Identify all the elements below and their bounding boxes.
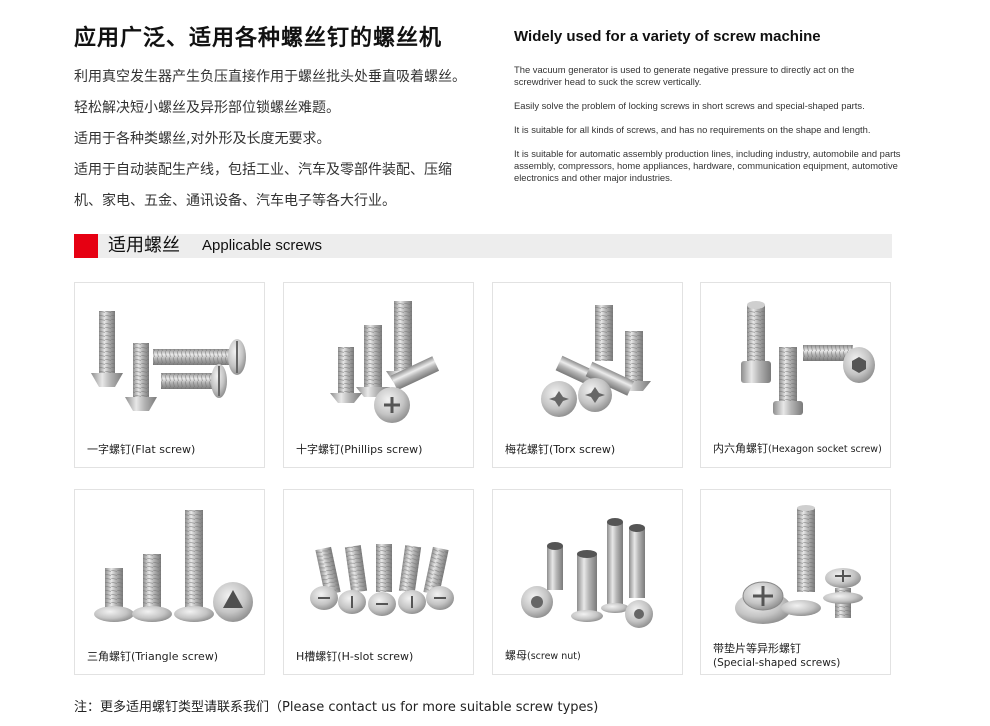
screw-caption-en: (H-slot screw) <box>337 650 414 663</box>
intro-cn-line: 轻松解决短小螺丝及异形部位锁螺丝难题。 <box>74 100 340 116</box>
screw-caption-en: (Hexagon socket screw) <box>768 444 882 455</box>
screw-caption: H槽螺钉(H-slot screw) <box>296 650 413 664</box>
intro-en-paragraph: The vacuum generator is used to generate… <box>514 64 855 87</box>
screw-caption: 螺母(screw nut) <box>505 649 581 664</box>
screw-caption: 三角螺钉(Triangle screw) <box>87 650 218 664</box>
screw-caption: 内六角螺钉(Hexagon socket screw) <box>713 442 882 457</box>
hexagon-socket-screw-image <box>741 301 875 415</box>
screw-caption-en: (Torx screw) <box>549 443 616 456</box>
intro-en-paragraph: It is suitable for automatic assembly pr… <box>514 148 901 183</box>
screw-caption: 一字螺钉(Flat screw) <box>87 443 195 457</box>
screw-nut-image <box>521 518 653 628</box>
screw-caption-en: (Phillips screw) <box>340 443 423 456</box>
section-header-bar: 适用螺丝 Applicable screws <box>74 234 892 258</box>
screw-card-nut: 螺母(screw nut) <box>492 489 683 675</box>
phillips-screw-image <box>330 301 440 423</box>
screw-caption-cn: 内六角螺钉 <box>713 442 768 455</box>
screw-caption-en: (Triangle screw) <box>131 650 219 663</box>
screw-caption-cn: 带垫片等异形螺钉 <box>713 642 801 655</box>
intro-cn-line: 适用于自动装配生产线，包括工业、汽车及零部件装配、压缩 <box>74 162 452 178</box>
footer-note: 注：更多适用螺钉类型请联系我们（Please contact us for mo… <box>74 700 599 715</box>
screw-caption-cn: 螺母 <box>505 649 527 662</box>
screw-caption-cn: 梅花螺钉 <box>505 443 549 456</box>
screw-card-triangle: 三角螺钉(Triangle screw) <box>74 489 265 675</box>
screw-caption-en: (Flat screw) <box>131 443 196 456</box>
section-title-en: Applicable screws <box>202 237 323 254</box>
screw-caption: 十字螺钉(Phillips screw) <box>296 443 422 457</box>
intro-cn-line: 机、家电、五金、通讯设备、汽车电子等各大行业。 <box>74 193 396 209</box>
screw-card-h-slot: H槽螺钉(H-slot screw) <box>283 489 474 675</box>
triangle-screw-image <box>94 510 253 622</box>
section-title-cn: 适用螺丝 <box>108 235 180 256</box>
screw-caption-cn: 一字螺钉 <box>87 443 131 456</box>
screw-card-special: 带垫片等异形螺钉 (Special-shaped screws) <box>700 489 891 675</box>
torx-screw-image <box>541 305 651 417</box>
intro-en-paras: The vacuum generator is used to generate… <box>514 64 904 196</box>
intro-en-paragraph: It is suitable for all kinds of screws, … <box>514 124 871 135</box>
screw-caption: 带垫片等异形螺钉 (Special-shaped screws) <box>713 642 840 670</box>
intro-cn-lines: 利用真空发生器产生负压直接作用于螺丝批头处垂直吸着螺丝。 轻松解决短小螺丝及异形… <box>74 62 494 217</box>
flat-screw-image <box>91 311 246 411</box>
screw-caption-cn: H槽螺钉 <box>296 650 338 663</box>
intro-en-title: Widely used for a variety of screw machi… <box>514 28 821 45</box>
screw-caption-cn: 十字螺钉 <box>296 443 340 456</box>
intro-cn-title: 应用广泛、适用各种螺丝钉的螺丝机 <box>74 26 443 51</box>
screw-caption-cn: 三角螺钉 <box>87 650 131 663</box>
section-accent-square <box>74 234 98 258</box>
screw-card-flat: 一字螺钉(Flat screw) <box>74 282 265 468</box>
special-shaped-screw-image <box>735 505 863 624</box>
screw-card-phillips: 十字螺钉(Phillips screw) <box>283 282 474 468</box>
h-slot-screw-image <box>310 544 454 616</box>
intro-cn-line: 适用于各种类螺丝,对外形及长度无要求。 <box>74 131 331 147</box>
screw-card-hexagon: 内六角螺钉(Hexagon socket screw) <box>700 282 891 468</box>
intro-cn-line: 利用真空发生器产生负压直接作用于螺丝批头处垂直吸着螺丝。 <box>74 69 466 85</box>
screw-caption-en: (screw nut) <box>527 651 581 662</box>
screw-caption: 梅花螺钉(Torx screw) <box>505 443 615 457</box>
screw-card-torx: 梅花螺钉(Torx screw) <box>492 282 683 468</box>
intro-en-paragraph: Easily solve the problem of locking scre… <box>514 100 865 111</box>
screw-caption-en: (Special-shaped screws) <box>713 657 841 669</box>
